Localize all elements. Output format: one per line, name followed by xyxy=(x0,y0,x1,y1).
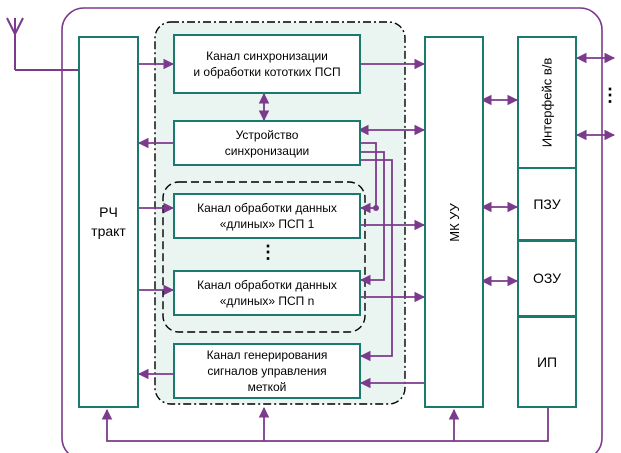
power-block: ИП xyxy=(517,317,577,408)
marker-channel-label: Канал генерирования сигналов управления … xyxy=(206,347,328,395)
sync-channel-block: Канал синхронизации и обработки кототких… xyxy=(173,34,361,94)
rf-block: РЧ тракт xyxy=(78,36,139,408)
data-channel-1-block: Канал обработки данных «длиных» ПСП 1 xyxy=(173,193,361,239)
mcu-label: МК УУ xyxy=(446,202,462,242)
sync-channel-label: Канал синхронизации и обработки кототких… xyxy=(193,48,341,79)
channel-ellipsis: ⋮ xyxy=(259,242,277,262)
wire-sync-device-bus-2 xyxy=(359,151,385,286)
marker-channel-block: Канал генерирования сигналов управления … xyxy=(173,343,361,399)
mcu-block: МК УУ xyxy=(424,36,484,408)
wire-sync-device-bus-3 xyxy=(359,159,393,362)
power-label: ИП xyxy=(536,353,558,370)
data-channel-n-label: Канал обработки данных «длиных» ПСП n xyxy=(197,277,337,308)
rom-block: ПЗУ xyxy=(517,169,577,241)
data-channel-1-label: Канал обработки данных «длиных» ПСП 1 xyxy=(197,200,337,231)
wire-power-to-rf xyxy=(101,407,549,442)
io-lines-ellipsis: ⋮ xyxy=(601,85,619,105)
sync-device-label: Устройство синхронизации xyxy=(224,127,310,158)
io-interface-block: Интерфейс в/в xyxy=(517,36,577,169)
ram-label: ОЗУ xyxy=(532,270,562,287)
device-frame xyxy=(61,7,603,453)
io-interface-label: Интерфейс в/в xyxy=(539,57,555,148)
sync-device-block: Устройство синхронизации xyxy=(173,120,361,166)
rf-label: РЧ тракт xyxy=(91,204,126,239)
data-channel-n-block: Канал обработки данных «длиных» ПСП n xyxy=(173,270,361,316)
antenna-icon xyxy=(6,17,24,70)
rom-label: ПЗУ xyxy=(533,195,561,212)
data-channels-region xyxy=(162,181,366,333)
junction-dot xyxy=(373,205,379,211)
wire-sync-device-bus-1 xyxy=(359,142,377,214)
ram-block: ОЗУ xyxy=(517,241,577,317)
